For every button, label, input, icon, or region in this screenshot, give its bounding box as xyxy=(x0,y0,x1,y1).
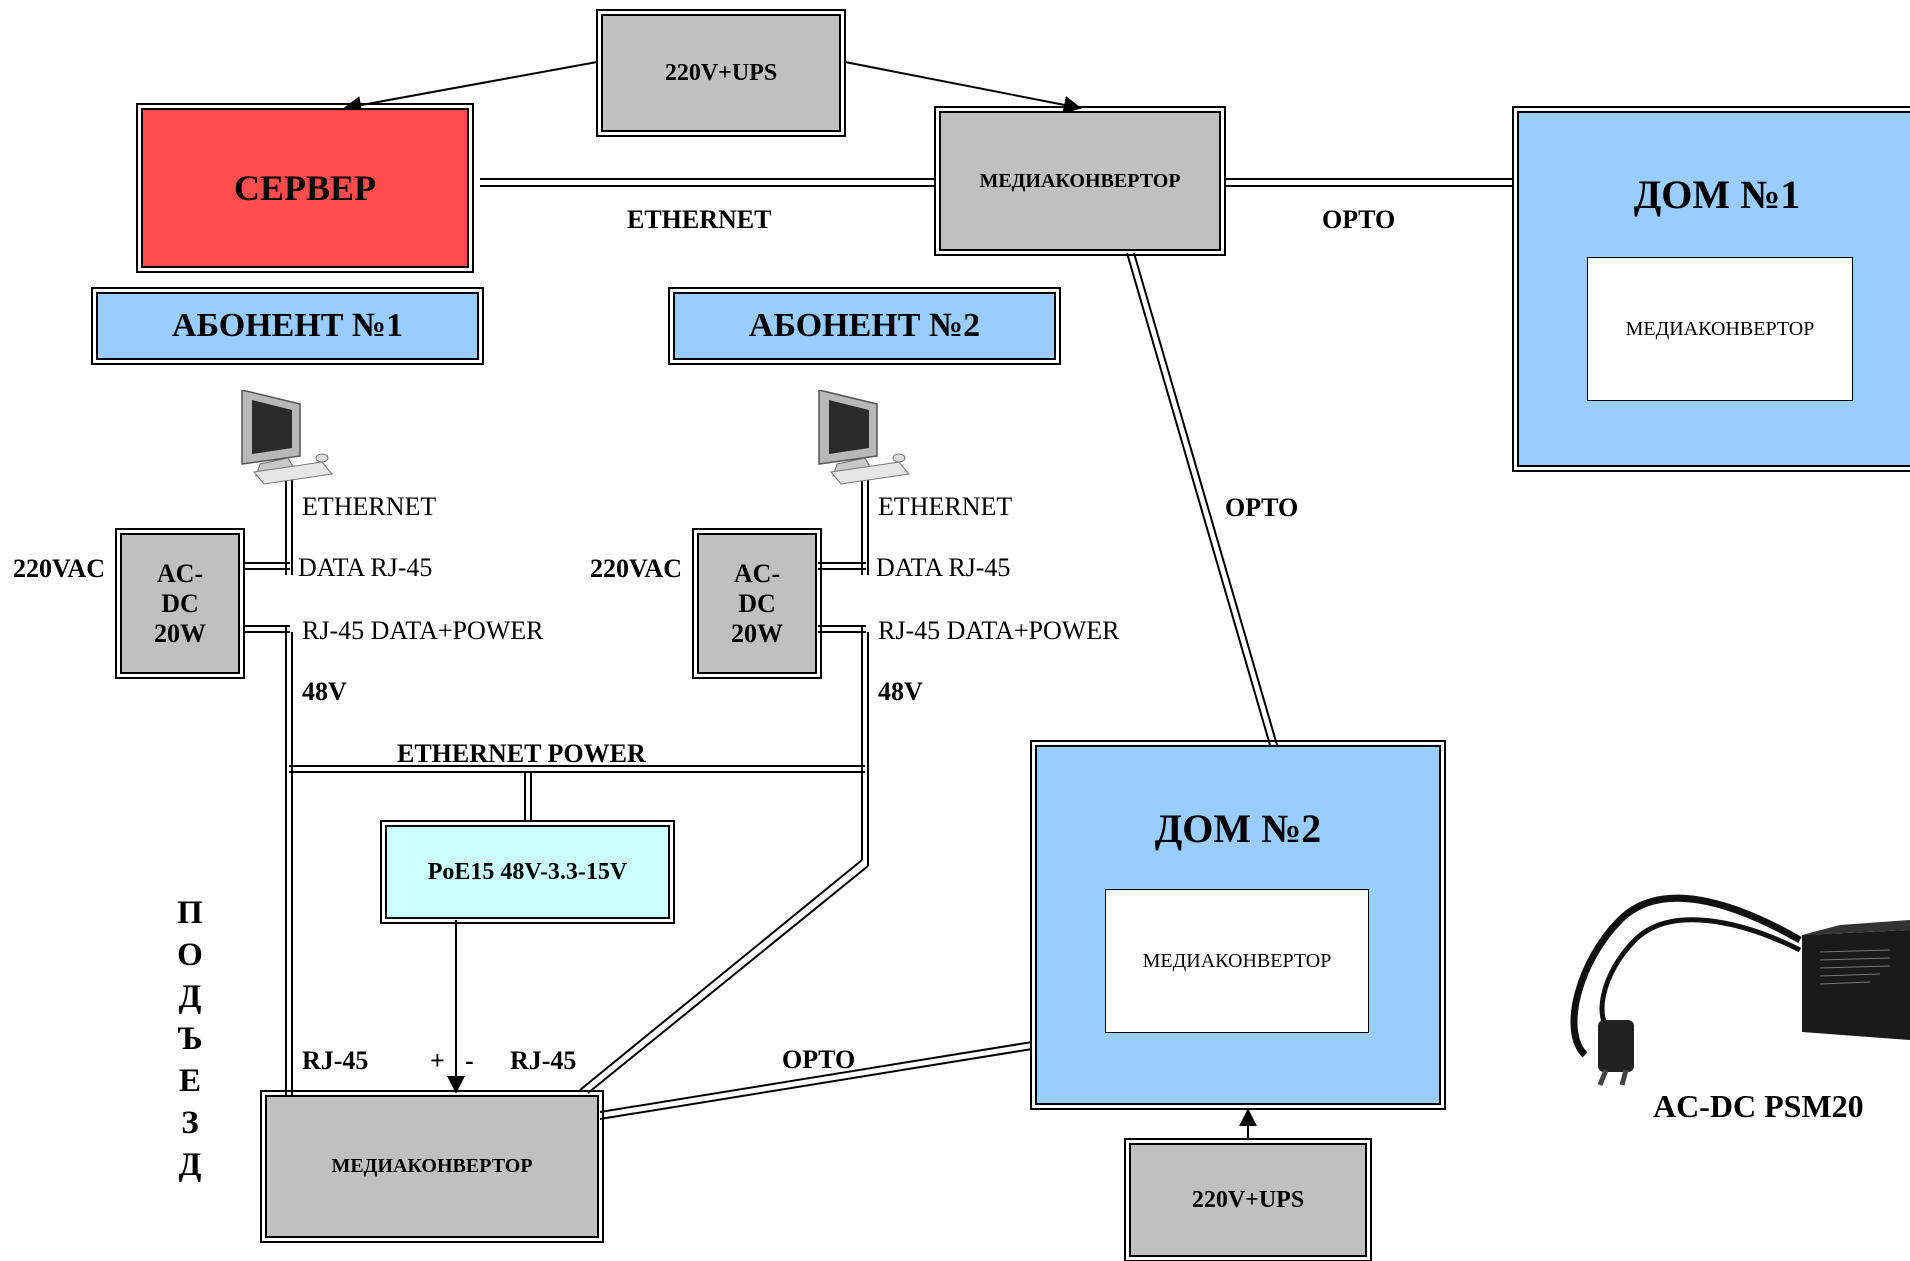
sub1-datapower-label: RJ-45 DATA+POWER xyxy=(302,616,544,645)
abonent1-label: АБОНЕНТ №1 xyxy=(171,307,404,344)
house2-title: ДОМ №2 xyxy=(1154,806,1322,851)
poe-box: PoE15 48V-3.3-15V xyxy=(380,820,675,924)
ups-bottom-box: 220V+UPS xyxy=(1124,1138,1372,1261)
abonent1-box: АБОНЕНТ №1 xyxy=(91,287,484,365)
server-box: СЕРВЕР xyxy=(136,103,474,273)
psu2-box: AC- DC 20W xyxy=(692,528,822,679)
ethernet-power-label: ETHERNET POWER xyxy=(397,739,646,768)
sub2-220vac-label: 220VAC xyxy=(590,554,682,583)
psu2-line3: 20W xyxy=(731,618,783,648)
sub2-data-label: DATA RJ-45 xyxy=(876,553,1011,582)
sub1-ethernet-label: ETHERNET xyxy=(302,492,437,521)
sub2-48v-label: 48V xyxy=(878,677,923,706)
ups-top-label: 220V+UPS xyxy=(664,59,778,86)
ups-top-box: 220V+UPS xyxy=(596,9,846,137)
sub1-data-label: DATA RJ-45 xyxy=(298,553,433,582)
psu2-line2: DC xyxy=(738,588,776,618)
computer-icon xyxy=(238,389,334,486)
opto-house1-label: OPTO xyxy=(1322,205,1396,234)
sub2-datapower-label: RJ-45 DATA+POWER xyxy=(878,616,1120,645)
media-converter-main: МЕДИАКОНВЕРТОР xyxy=(934,106,1226,256)
psu2-line1: AC- xyxy=(733,558,781,588)
opto-diagonal-label: OPTO xyxy=(1225,493,1299,522)
psu1-box: AC- DC 20W xyxy=(115,528,245,679)
sub2-ethernet-label: ETHERNET xyxy=(878,492,1013,521)
ups-bottom-label: 220V+UPS xyxy=(1191,1186,1305,1213)
arrow-ups-to-server xyxy=(343,61,598,114)
rj45-left-label: RJ-45 xyxy=(302,1046,369,1075)
plus-label: + xyxy=(430,1046,445,1075)
psu1-line2: DC xyxy=(161,588,199,618)
server-label: СЕРВЕР xyxy=(233,168,376,208)
sub1-220vac-label: 220VAC xyxy=(13,554,105,583)
product-caption: AC-DC PSM20 xyxy=(1653,1088,1864,1124)
house1-media-converter: МЕДИАКОНВЕРТОР xyxy=(1587,257,1853,401)
arrow-ups-to-media xyxy=(844,61,1082,114)
opto-bottom-label: OPTO xyxy=(782,1045,856,1074)
house1-title: ДОМ №1 xyxy=(1633,172,1801,217)
house2-media-converter: МЕДИАКОНВЕРТОР xyxy=(1105,889,1369,1033)
psu1-line3: 20W xyxy=(154,618,206,648)
entrance-vertical-label: П О Д Ъ Е З Д xyxy=(177,895,203,1183)
media-converter-bottom: МЕДИАКОНВЕРТОР xyxy=(260,1090,604,1243)
power-adapter-photo xyxy=(1540,880,1910,1090)
minus-label: - xyxy=(465,1046,474,1075)
house1-media-converter-label: МЕДИАКОНВЕРТОР xyxy=(1625,317,1815,340)
media-converter-main-label: МЕДИАКОНВЕРТОР xyxy=(979,169,1181,192)
sub1-48v-label: 48V xyxy=(302,677,347,706)
poe-label: PoE15 48V-3.3-15V xyxy=(427,858,628,885)
media-converter-bottom-label: МЕДИАКОНВЕРТОР xyxy=(331,1155,533,1177)
ethernet-main-label: ETHERNET xyxy=(627,205,772,234)
rj45-right-label: RJ-45 xyxy=(510,1046,577,1075)
psu1-line1: AC- xyxy=(156,558,204,588)
abonent2-box: АБОНЕНТ №2 xyxy=(668,287,1061,365)
house2-media-converter-label: МЕДИАКОНВЕРТОР xyxy=(1142,949,1332,972)
house2-box: ДОМ №2 МЕДИАКОНВЕРТОР xyxy=(1030,740,1446,1110)
house1-box: ДОМ №1 МЕДИАКОНВЕРТОР xyxy=(1512,106,1910,472)
abonent2-label: АБОНЕНТ №2 xyxy=(748,307,981,344)
computer-icon xyxy=(815,389,911,486)
